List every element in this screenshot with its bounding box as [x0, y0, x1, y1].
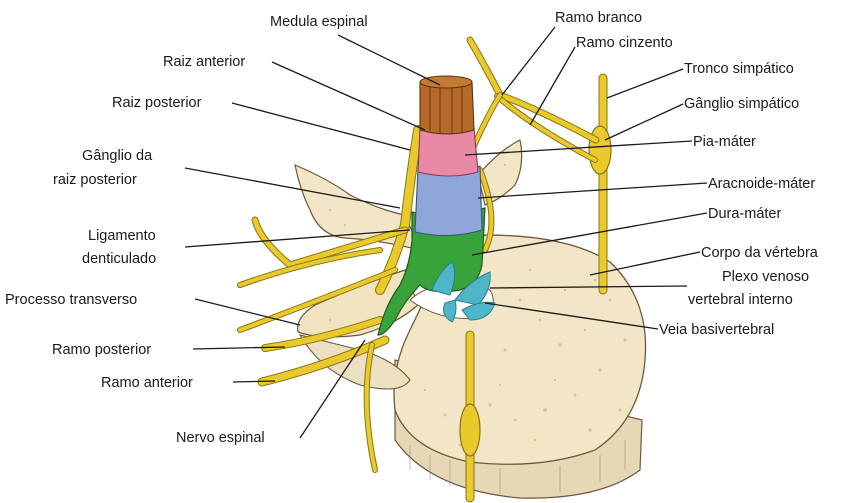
- label-plexo-line1: Plexo venoso: [722, 269, 809, 285]
- label-plexo-line2: vertebral interno: [688, 292, 793, 308]
- label-ramo-posterior: Ramo posterior: [52, 342, 151, 358]
- label-ramo-cinzento: Ramo cinzento: [576, 35, 673, 51]
- pia-mater: [418, 128, 478, 176]
- label-ligamento-line2: denticulado: [82, 251, 156, 267]
- label-ramo-branco: Ramo branco: [555, 10, 642, 26]
- spinal-cord-top: [420, 76, 472, 88]
- label-ramo-anterior: Ramo anterior: [101, 375, 193, 391]
- label-ganglio-raiz-line2: raiz posterior: [53, 172, 137, 188]
- label-raiz-anterior: Raiz anterior: [163, 54, 245, 70]
- label-pia-mater: Pia-máter: [693, 134, 756, 150]
- sympathetic-ganglion: [589, 126, 611, 174]
- label-ganglio-raiz-line1: Gânglio da: [82, 148, 153, 164]
- label-tronco-simpatico: Tronco simpático: [684, 61, 794, 77]
- label-raiz-posterior: Raiz posterior: [112, 95, 202, 111]
- label-dura-mater: Dura-máter: [708, 206, 781, 222]
- label-ganglio-simpatico: Gânglio simpático: [684, 96, 799, 112]
- label-veia-basivertebral: Veia basivertebral: [659, 322, 774, 338]
- label-aracnoide-mater: Aracnoide-máter: [708, 176, 815, 192]
- label-processo-transverso: Processo transverso: [5, 292, 137, 308]
- label-corpo-vertebra: Corpo da vértebra: [701, 245, 819, 261]
- label-nervo-espinal: Nervo espinal: [176, 430, 265, 446]
- label-medula-espinal: Medula espinal: [270, 14, 368, 30]
- label-ligamento-line1: Ligamento: [88, 228, 156, 244]
